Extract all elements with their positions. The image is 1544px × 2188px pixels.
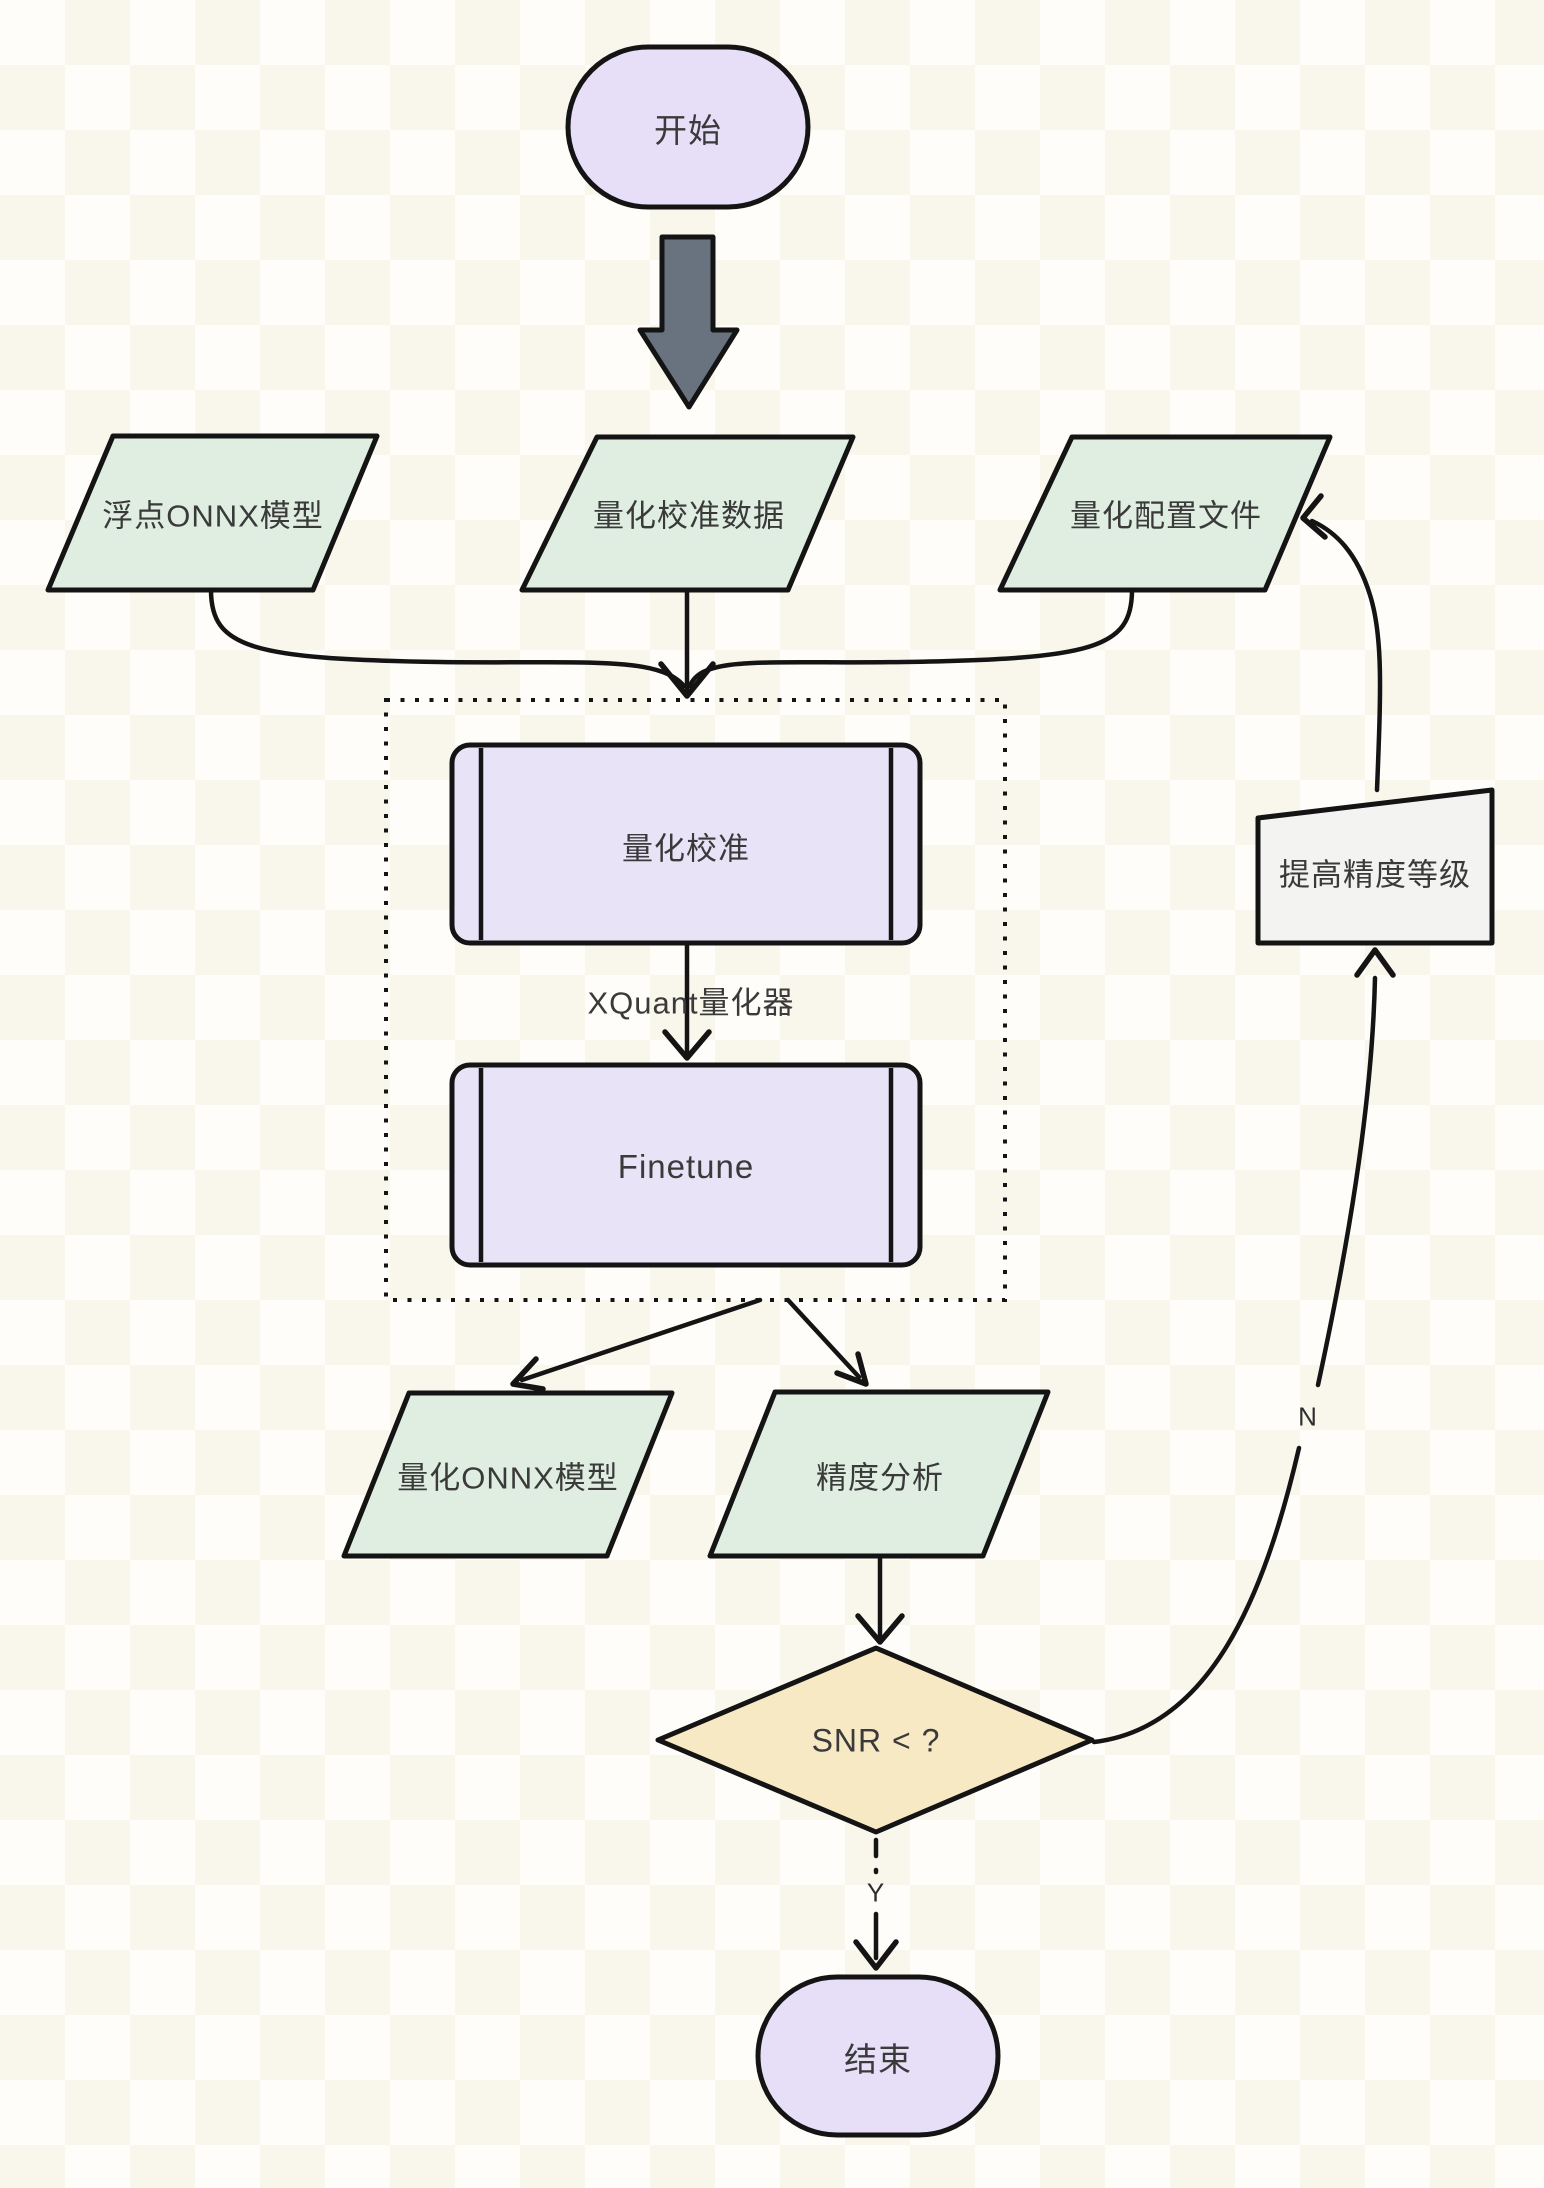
snr-decision-shape (655, 1645, 1095, 1835)
raise-precision-shape (1255, 787, 1495, 946)
arrowhead-decision-icon (855, 1613, 905, 1645)
calibration-data-label: 量化校准数据 (593, 498, 785, 534)
finetune-shape (449, 1062, 923, 1268)
io-calibration-data-shape (519, 434, 856, 593)
edge-config-to-group (687, 587, 1135, 689)
arrowhead-finetune-icon (662, 1029, 712, 1061)
start-label: 开始 (654, 112, 722, 149)
io-quant-onnx-shape (341, 1390, 675, 1559)
start-node-shape (565, 44, 811, 210)
arrowhead-raise-precision-icon (1354, 947, 1396, 978)
quant-calibration-label: 量化校准 (622, 831, 750, 867)
finetune-label: Finetune (617, 1148, 755, 1185)
end-label: 结束 (844, 2041, 912, 2078)
arrowhead-end-icon (853, 1939, 899, 1971)
yes-branch-label: Y (866, 1877, 886, 1908)
io-float-onnx-shape (45, 433, 380, 593)
edge-decision-no-lower (1091, 1445, 1302, 1745)
arrowhead-quant-onnx-icon (510, 1356, 546, 1392)
arrowhead-accuracy-icon (834, 1351, 869, 1387)
float-onnx-label: 浮点ONNX模型 (102, 498, 324, 534)
io-accuracy-analysis-shape (707, 1389, 1051, 1559)
edge-raise-precision-to-config (1309, 518, 1383, 793)
io-quant-config-shape (997, 434, 1333, 593)
raise-precision-label: 提高精度等级 (1279, 857, 1471, 893)
arrowhead-into-group-icon (658, 661, 716, 699)
no-branch-label: N (1298, 1401, 1318, 1432)
arrowhead-config-icon (1300, 493, 1328, 540)
bold-down-arrow-icon (637, 234, 740, 410)
edge-decision-no-upper (1315, 975, 1378, 1388)
edge-group-to-accuracy (785, 1297, 862, 1380)
edge-group-to-quant-onnx (519, 1297, 763, 1383)
edge-float-onnx-to-group (208, 587, 687, 689)
snr-decision-label: SNR < ? (811, 1722, 941, 1759)
quant-onnx-label: 量化ONNX模型 (397, 1460, 619, 1496)
xquant-quantizer-label: XQuant量化器 (587, 985, 795, 1021)
quant-config-label: 量化配置文件 (1070, 498, 1262, 534)
end-node-shape (755, 1974, 1001, 2138)
accuracy-analysis-label: 精度分析 (816, 1460, 944, 1496)
